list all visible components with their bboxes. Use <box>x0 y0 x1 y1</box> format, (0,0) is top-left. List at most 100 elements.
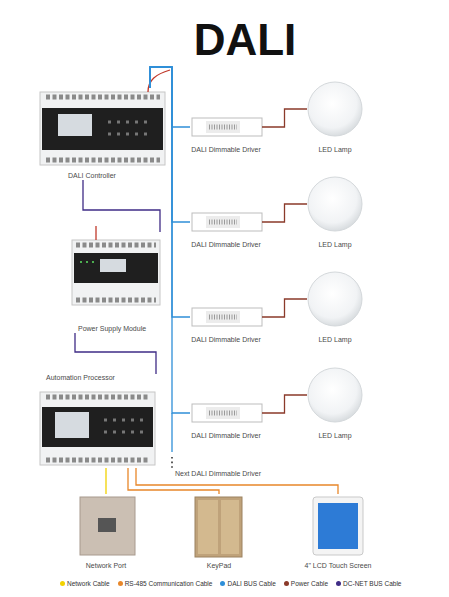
legend-text: DC-NET BUS Cable <box>343 580 401 587</box>
terminal-row <box>46 458 150 463</box>
legend-swatch <box>284 581 289 586</box>
legend-item: Power Cable <box>284 580 328 587</box>
legend-item: Network Cable <box>60 580 110 587</box>
led-lamp: LED Lamp <box>307 175 363 249</box>
dc-net-bus-cable <box>75 333 156 374</box>
power-wire <box>148 70 170 92</box>
dali-bus-cable <box>150 67 190 127</box>
automation-processor: Automation Processor <box>38 374 158 468</box>
legend-item: RS-485 Communication Cable <box>118 580 213 587</box>
legend-swatch <box>220 581 225 586</box>
power-supply-module: Power Supply Module <box>70 232 162 333</box>
terminal-row <box>76 298 156 303</box>
touch-screen: 4" LCD Touch Screen <box>298 494 378 570</box>
driver-body <box>192 404 262 422</box>
status-leds <box>80 261 94 263</box>
module-housing <box>40 392 155 465</box>
button-row <box>104 431 146 434</box>
screen-display <box>318 503 358 549</box>
module-housing <box>72 240 160 305</box>
dimmable-driver: DALI Dimmable Driver <box>190 207 262 249</box>
rs485-cable <box>136 468 338 494</box>
terminal-row <box>46 158 160 163</box>
led-lamp-disc <box>308 177 362 231</box>
node-label: LED Lamp <box>318 432 351 440</box>
led-lamp: LED Lamp <box>307 366 363 440</box>
driver-sticker <box>206 407 240 419</box>
power-cable <box>262 109 307 127</box>
node-label: DALI Controller <box>68 172 116 180</box>
legend-swatch <box>60 581 65 586</box>
driver-print <box>209 315 237 320</box>
dimmable-driver: DALI Dimmable Driver <box>190 302 262 344</box>
lcd-display <box>55 412 89 438</box>
front-panel <box>42 407 153 447</box>
node-label: DALI Dimmable Driver <box>191 432 261 440</box>
controller-module: DALI Controller <box>38 88 168 180</box>
lcd-display <box>58 114 92 136</box>
led-lamp: LED Lamp <box>307 270 363 344</box>
module-housing <box>40 92 165 165</box>
button-row <box>108 133 150 136</box>
network-cable <box>105 468 106 494</box>
front-panel <box>42 108 163 150</box>
dimmable-driver: DALI Dimmable Driver <box>190 398 262 440</box>
dali-bus-cable <box>150 67 190 413</box>
driver-print <box>209 125 237 130</box>
led-lamp-disc <box>308 82 362 136</box>
wall-plate <box>80 497 135 555</box>
node-label: LED Lamp <box>318 146 351 154</box>
keypad-button <box>198 500 218 554</box>
node-label: Automation Processor <box>46 374 115 382</box>
led-lamp-disc <box>308 272 362 326</box>
keypad-button <box>221 500 239 554</box>
network-port: Network Port <box>76 494 136 570</box>
dali-bus-cable <box>150 67 190 222</box>
terminal-row <box>46 395 150 400</box>
legend-text: Network Cable <box>67 580 110 587</box>
keypad-plate <box>195 497 242 557</box>
driver-print <box>209 411 237 416</box>
driver-body <box>192 213 262 231</box>
front-panel <box>74 253 158 283</box>
power-cable <box>262 395 307 413</box>
keypad: KeyPad <box>186 494 252 570</box>
node-label: 4" LCD Touch Screen <box>305 562 372 570</box>
continuation-note: Next DALI Dimmable Driver <box>175 470 261 478</box>
driver-body <box>192 118 262 136</box>
node-label: DALI Dimmable Driver <box>191 146 261 154</box>
dc-net-bus-cable <box>83 180 160 232</box>
dali-bus-cable <box>150 67 190 317</box>
node-label: Network Port <box>86 562 126 570</box>
button-row <box>108 121 150 124</box>
driver-print <box>209 220 237 225</box>
led-lamp: LED Lamp <box>307 80 363 154</box>
node-label: LED Lamp <box>318 241 351 249</box>
legend-swatch <box>118 581 123 586</box>
rj45-socket <box>98 518 116 532</box>
power-cable <box>262 204 307 222</box>
diagram-title: DALI <box>145 18 345 62</box>
power-wire <box>95 226 96 240</box>
legend-text: DALI BUS Cable <box>227 580 275 587</box>
button-row <box>104 419 146 422</box>
node-label: DALI Dimmable Driver <box>191 241 261 249</box>
terminal-row <box>76 243 156 248</box>
bus-continuation <box>171 413 172 452</box>
legend-item: DC-NET BUS Cable <box>336 580 401 587</box>
legend-item: DALI BUS Cable <box>220 580 275 587</box>
node-label: DALI Dimmable Driver <box>191 336 261 344</box>
lcd-display <box>100 259 126 272</box>
screen-frame <box>313 497 363 555</box>
legend-text: RS-485 Communication Cable <box>125 580 213 587</box>
dimmable-driver: DALI Dimmable Driver <box>190 112 262 154</box>
node-label: LED Lamp <box>318 336 351 344</box>
node-label: KeyPad <box>207 562 232 570</box>
terminal-row <box>46 95 160 100</box>
legend: Network Cable RS-485 Communication Cable D… <box>60 580 401 587</box>
led-lamp-disc <box>308 368 362 422</box>
continuation-dots <box>171 457 173 470</box>
power-cable <box>262 299 307 317</box>
